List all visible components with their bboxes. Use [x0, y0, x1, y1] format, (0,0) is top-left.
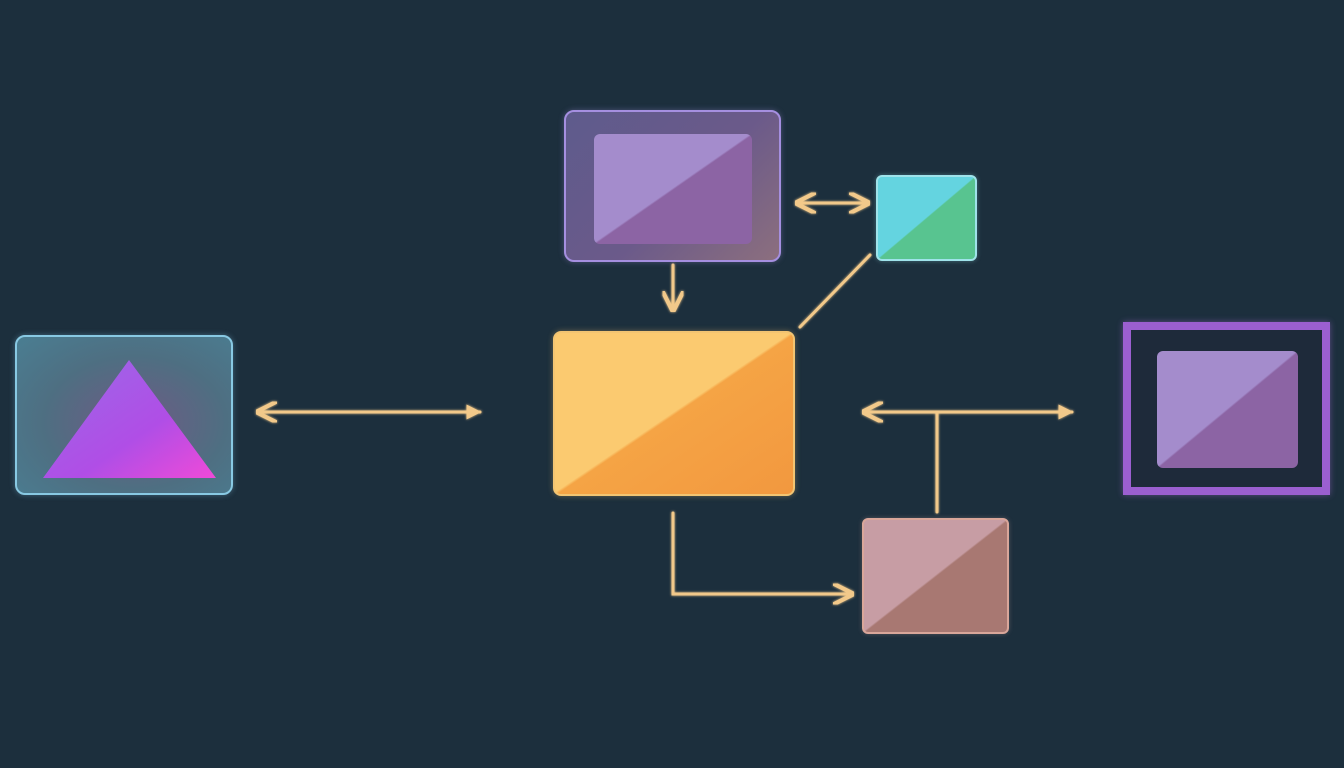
output-node-panel: [1157, 351, 1298, 468]
brown-node: [862, 518, 1009, 634]
input-node: [15, 335, 233, 495]
teal-node: [876, 175, 977, 261]
output-node: [1123, 322, 1330, 495]
central-node: [553, 331, 795, 496]
top-node-panel: [594, 134, 752, 244]
edge-center-brown: [671, 511, 852, 594]
top-node: [564, 110, 781, 262]
edge-teal-center: [798, 253, 872, 329]
triangle-icon: [43, 360, 216, 478]
